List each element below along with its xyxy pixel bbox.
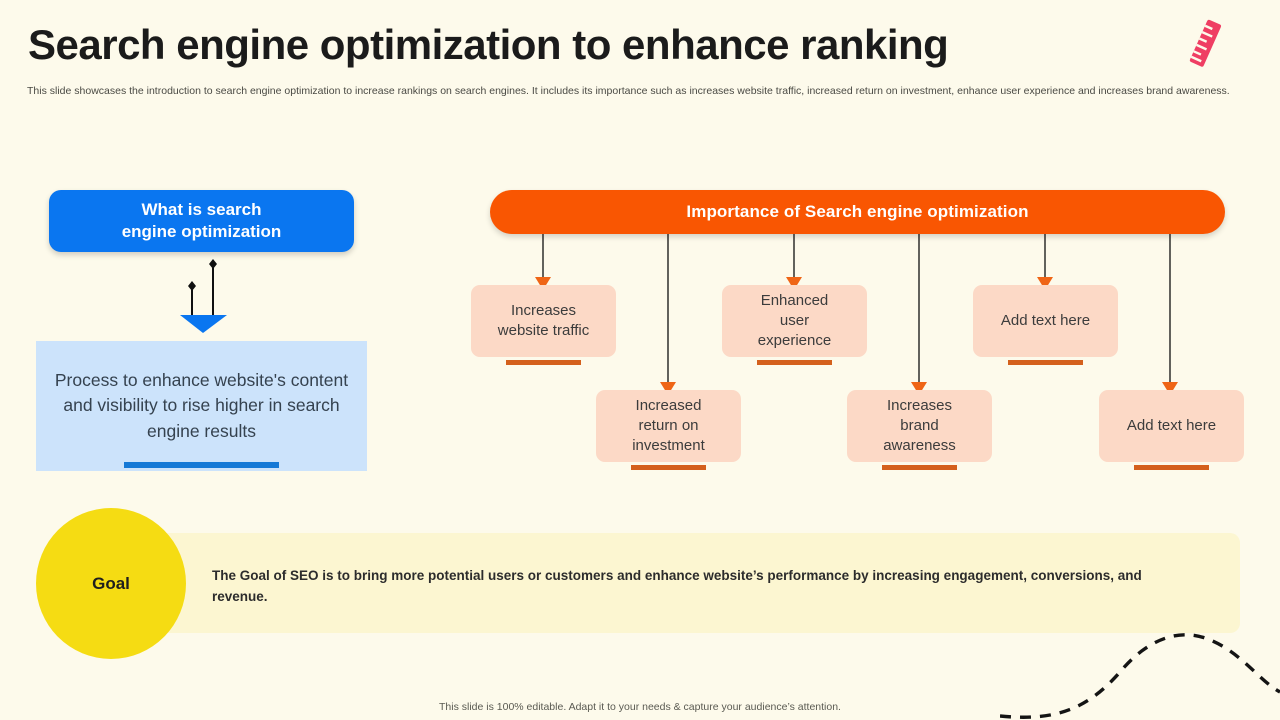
- seo-definition-box: Process to enhance website's content and…: [36, 341, 367, 471]
- importance-card[interactable]: Add text here: [973, 285, 1118, 357]
- importance-card-label: Increases brand awareness: [883, 397, 956, 454]
- importance-card-underline: [757, 360, 832, 365]
- dashed-curve-decoration: [1000, 633, 1280, 719]
- pin-triangle-connector-icon: [180, 259, 227, 333]
- importance-header-label: Importance of Search engine optimization: [686, 202, 1029, 221]
- what-is-seo-label: What is search engine optimization: [121, 199, 282, 241]
- importance-card-label: Increases website traffic: [497, 302, 590, 339]
- ruler-icon: [1189, 19, 1222, 67]
- page-title: Search engine optimization to enhance ra…: [28, 21, 949, 68]
- importance-card-underline: [1134, 465, 1209, 470]
- footer-note: This slide is 100% editable. Adapt it to…: [439, 701, 841, 713]
- importance-card-label: Add text here: [1126, 417, 1217, 435]
- importance-card[interactable]: Enhanced user experience: [722, 285, 867, 357]
- importance-card-underline: [506, 360, 581, 365]
- goal-text: The Goal of SEO is to bring more potenti…: [212, 568, 1142, 604]
- importance-card[interactable]: Increases website traffic: [471, 285, 616, 357]
- goal-badge-label: Goal: [92, 573, 130, 593]
- importance-card-label: Increased return on investment: [632, 397, 705, 454]
- importance-card-label: Enhanced user experience: [757, 292, 832, 349]
- importance-header-bar[interactable]: Importance of Search engine optimization: [490, 190, 1225, 234]
- slide-subtitle: This slide showcases the introduction to…: [27, 85, 1230, 97]
- seo-definition-underline: [124, 462, 279, 468]
- goal-badge[interactable]: Goal: [36, 508, 186, 659]
- importance-card-label: Add text here: [1000, 312, 1091, 330]
- what-is-seo-pill[interactable]: What is search engine optimization: [49, 190, 354, 252]
- seo-definition-text: Process to enhance website's content and…: [54, 370, 349, 441]
- importance-card-underline: [631, 465, 706, 470]
- goal-banner: [108, 533, 1240, 633]
- importance-card[interactable]: Increases brand awareness: [847, 390, 992, 462]
- importance-card[interactable]: Increased return on investment: [596, 390, 741, 462]
- importance-card[interactable]: Add text here: [1099, 390, 1244, 462]
- importance-card-underline: [1008, 360, 1083, 365]
- importance-card-underline: [882, 465, 957, 470]
